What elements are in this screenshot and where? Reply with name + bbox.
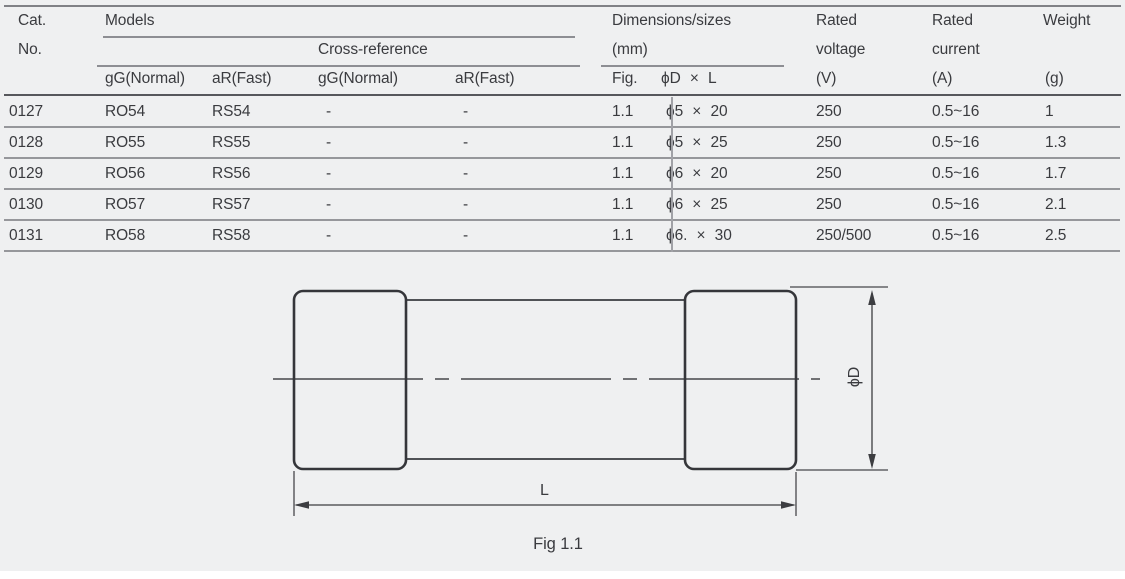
cell-weight: 1.7 — [1045, 164, 1067, 182]
cell-ar-xref: - — [463, 226, 469, 244]
cell-ar-xref: - — [463, 133, 469, 151]
cell-current: 0.5~16 — [932, 195, 980, 213]
header-cross-reference: Cross-reference — [318, 41, 428, 58]
cell-current: 0.5~16 — [932, 133, 980, 151]
cell-ar-model: RS55 — [212, 133, 251, 151]
header-rated-voltage-1: Rated — [816, 12, 857, 29]
cell-voltage: 250 — [816, 133, 842, 151]
cell-weight: 2.1 — [1045, 195, 1067, 213]
cell-d-x-l: ϕ5 × 20 — [666, 102, 728, 120]
cell-cat-no: 0128 — [9, 133, 44, 151]
cell-ar-model: RS57 — [212, 195, 251, 213]
phi-column-rule — [671, 97, 673, 252]
mm-underline-rule — [601, 65, 784, 67]
table-row: 0129 RO56 RS56 - - 1.1 ϕ6 × 20 250 0.5~1… — [4, 159, 1120, 190]
cell-gg-xref: - — [326, 102, 332, 120]
header-rated-voltage-2: voltage — [816, 41, 866, 58]
cell-gg-xref: - — [326, 226, 332, 244]
length-arrow-right — [781, 501, 796, 509]
cell-fig: 1.1 — [612, 102, 634, 120]
subheader-d-x-l: ϕD × L — [661, 70, 717, 87]
figure-caption: Fig 1.1 — [533, 535, 583, 553]
cell-gg-model: RO54 — [105, 102, 146, 120]
cell-ar-xref: - — [463, 164, 469, 182]
cell-d-x-l: ϕ6 × 20 — [666, 164, 728, 182]
subheader-ar-fast-models: aR(Fast) — [212, 70, 272, 87]
cell-current: 0.5~16 — [932, 226, 980, 244]
header-mm: (mm) — [612, 41, 648, 58]
cell-current: 0.5~16 — [932, 102, 980, 120]
cell-ar-xref: - — [463, 102, 469, 120]
cell-gg-model: RO55 — [105, 133, 146, 151]
cell-gg-xref: - — [326, 133, 332, 151]
cell-current: 0.5~16 — [932, 164, 980, 182]
cell-fig: 1.1 — [612, 164, 634, 182]
cell-d-x-l: ϕ6 × 25 — [666, 195, 728, 213]
table-row: 0131 RO58 RS58 - - 1.1 ϕ6. × 30 250/500 … — [4, 221, 1120, 252]
cell-ar-xref: - — [463, 195, 469, 213]
cell-ar-model: RS58 — [212, 226, 251, 244]
subheader-voltage-unit: (V) — [816, 70, 837, 87]
table-row: 0128 RO55 RS55 - - 1.1 ϕ5 × 25 250 0.5~1… — [4, 128, 1120, 159]
length-arrow-left — [294, 501, 309, 509]
cell-cat-no: 0127 — [9, 102, 44, 120]
table-top-rule — [4, 5, 1121, 7]
cell-voltage: 250/500 — [816, 226, 872, 244]
cross-reference-underline-rule — [97, 65, 580, 67]
cell-gg-xref: - — [326, 164, 332, 182]
right-end-cap — [683, 289, 798, 471]
cell-fig: 1.1 — [612, 226, 634, 244]
cell-cat-no: 0130 — [9, 195, 44, 213]
length-label: L — [540, 482, 549, 499]
cell-cat-no: 0129 — [9, 164, 44, 182]
cell-fig: 1.1 — [612, 195, 634, 213]
cell-gg-model: RO56 — [105, 164, 146, 182]
models-underline-rule — [103, 36, 575, 38]
table-row: 0130 RO57 RS57 - - 1.1 ϕ6 × 25 250 0.5~1… — [4, 190, 1120, 221]
header-no: No. — [18, 41, 42, 58]
cell-weight: 2.5 — [1045, 226, 1067, 244]
cell-d-x-l: ϕ5 × 25 — [666, 133, 728, 151]
cell-gg-model: RO58 — [105, 226, 146, 244]
table-body: 0127 RO54 RS54 - - 1.1 ϕ5 × 20 250 0.5~1… — [4, 97, 1120, 252]
cell-weight: 1.3 — [1045, 133, 1067, 151]
bottom-white-strip — [0, 571, 1125, 579]
subheader-fig: Fig. — [612, 70, 638, 87]
cell-voltage: 250 — [816, 102, 842, 120]
diameter-label: ϕD — [846, 366, 863, 388]
header-bottom-rule — [4, 94, 1121, 96]
cell-cat-no: 0131 — [9, 226, 44, 244]
header-dimensions: Dimensions/sizes — [612, 12, 731, 29]
cell-gg-xref: - — [326, 195, 332, 213]
table-row: 0127 RO54 RS54 - - 1.1 ϕ5 × 20 250 0.5~1… — [4, 97, 1120, 128]
subheader-ar-fast-xref: aR(Fast) — [455, 70, 515, 87]
cell-gg-model: RO57 — [105, 195, 146, 213]
header-rated-current-1: Rated — [932, 12, 973, 29]
cell-fig: 1.1 — [612, 133, 634, 151]
left-end-cap — [292, 289, 408, 471]
header-models: Models — [105, 12, 155, 29]
cell-voltage: 250 — [816, 164, 842, 182]
cell-ar-model: RS56 — [212, 164, 251, 182]
subheader-current-unit: (A) — [932, 70, 953, 87]
subheader-gg-normal-models: gG(Normal) — [105, 70, 185, 87]
header-weight: Weight — [1043, 12, 1091, 29]
diameter-arrow-top — [868, 290, 876, 305]
cell-voltage: 250 — [816, 195, 842, 213]
header-cat: Cat. — [18, 12, 47, 29]
subheader-gg-normal-xref: gG(Normal) — [318, 70, 398, 87]
diameter-arrow-bottom — [868, 454, 876, 469]
cell-ar-model: RS54 — [212, 102, 251, 120]
header-rated-current-2: current — [932, 41, 980, 58]
cell-weight: 1 — [1045, 102, 1054, 120]
subheader-weight-unit: (g) — [1045, 70, 1064, 87]
